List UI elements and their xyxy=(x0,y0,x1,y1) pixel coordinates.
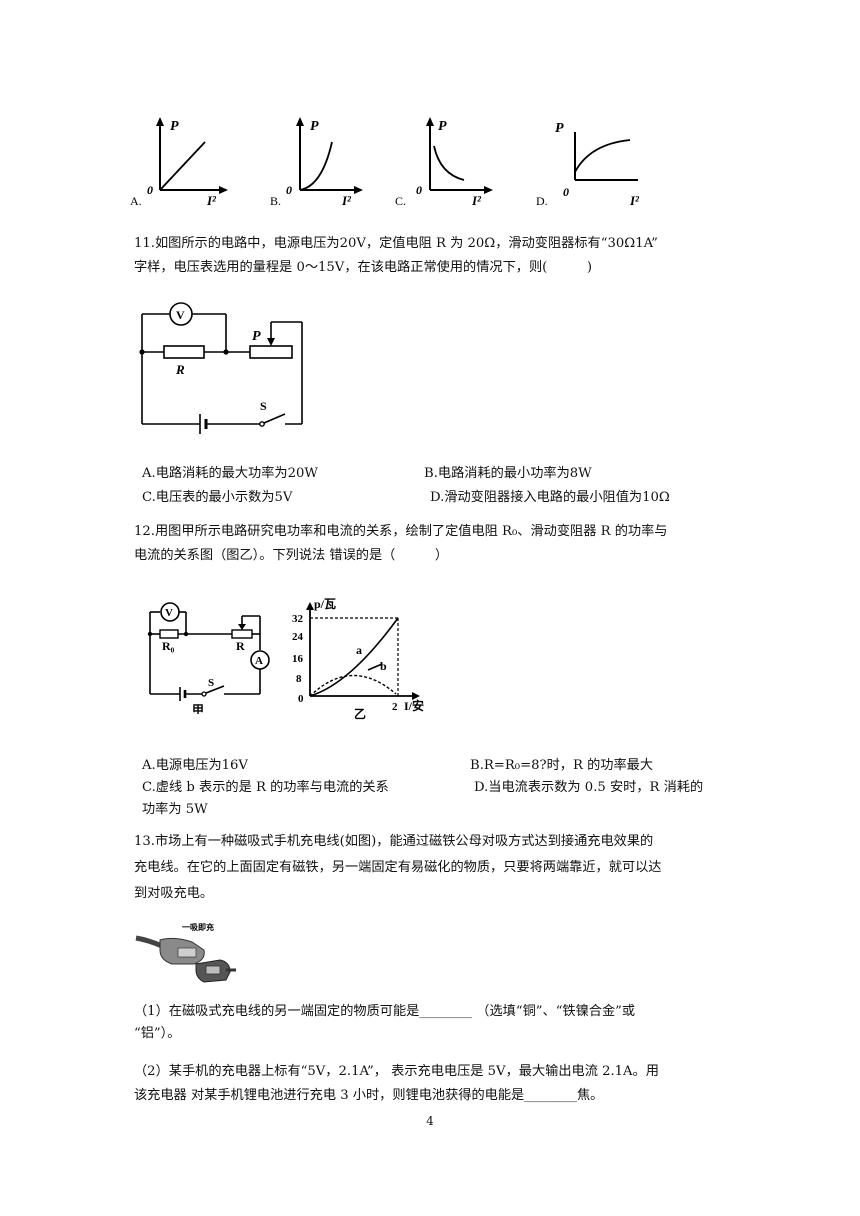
magnetic-charger-photo: 一吸即充 xyxy=(134,920,244,986)
q11-option-a: A.电路消耗的最大功率为20W xyxy=(142,466,318,481)
q11-resistor-label: R xyxy=(175,362,185,377)
q11-circuit-diagram: V R P S xyxy=(139,302,303,434)
graph-b-x-label: I² xyxy=(341,193,352,208)
q12-graph-caption: 乙 xyxy=(354,707,366,721)
q12-graph-origin: 0 xyxy=(298,693,304,705)
option-a-label: A. xyxy=(130,194,142,208)
q12-circuit-caption: 甲 xyxy=(192,703,204,714)
q12-option-d: D.当电流表示数为 0.5 安时，R 消耗的 xyxy=(474,780,704,795)
q13-stem-line2: 充电线。在它的上面固定有磁铁，另一端固定有易磁化的物质，只要将两端靠近，就可以达 xyxy=(134,860,662,875)
q12-stem-line1: 12.用图甲所示电路研究电功率和电流的关系，绘制了定值电阻 R₀、滑动变阻器 R… xyxy=(134,524,668,539)
q12-switch-label: S xyxy=(208,677,214,689)
graph-c-x-label: I² xyxy=(471,193,482,208)
graph-b-y-label: P xyxy=(310,119,319,134)
graph-d-y-label: P xyxy=(555,121,564,136)
q13-part2-line2: 该充电器 对某手机锂电池进行充电 3 小时，则锂电池获得的电能是________… xyxy=(134,1088,604,1103)
graph-c-origin: 0 xyxy=(416,183,422,197)
graph-a: P 0 I² A. xyxy=(130,117,228,208)
q12-option-d-cont: 功率为 5W xyxy=(142,802,208,817)
graph-b-origin: 0 xyxy=(286,183,292,197)
q12-voltmeter-label: V xyxy=(165,607,173,619)
q13-part1-line1: （1）在磁吸式充电线的另一端固定的物质可能是________ （选填“铜”、“铁… xyxy=(134,1004,636,1019)
q12-graph-y-tick-8: 8 xyxy=(296,673,302,685)
q12-graph-y-label: p/瓦 xyxy=(314,597,336,611)
option-b-label: B. xyxy=(270,194,281,208)
q11-option-b: B.电路消耗的最小功率为8W xyxy=(424,466,592,481)
q12-graph-y-tick-32: 32 xyxy=(292,613,304,625)
q12-power-current-graph: p/瓦 32 24 16 8 0 2 I/安 a b 乙 xyxy=(292,597,424,721)
q11-option-c: C.电压表的最小示数为5V xyxy=(142,490,293,505)
q12-graph-x-label: I/安 xyxy=(404,698,424,713)
q13-stem-line3: 到对吸充电。 xyxy=(134,886,214,901)
q12-option-b: B.R=R₀=8?时，R 的功率最大 xyxy=(470,758,654,773)
q10-graphs: P 0 I² A. P 0 I² B. P 0 I² C. P 0 I² D. xyxy=(125,112,665,212)
q11-slider-label: P xyxy=(252,329,261,344)
graph-a-y-label: P xyxy=(170,119,179,134)
graph-a-origin: 0 xyxy=(147,183,153,197)
q13-stem-line1: 13.市场上有一种磁吸式手机充电线(如图)，能通过磁铁公母对吸方式达到接通充电效… xyxy=(134,834,654,849)
graph-d-x-label: I² xyxy=(629,193,640,208)
q11-voltmeter-label: V xyxy=(176,308,185,322)
graph-c-y-label: P xyxy=(438,119,447,134)
q13-part1-line2: “铝”）。 xyxy=(134,1026,181,1041)
q12-graph-y-tick-16: 16 xyxy=(292,653,304,665)
q12-stem-line2: 电流的关系图（图乙）。下列说法 错误的是（ ） xyxy=(134,548,449,563)
q13-part2-line1: （2）某手机的充电器上标有“5V，2.1A”， 表示充电电压是 5V，最大输出电… xyxy=(134,1064,659,1079)
graph-d: P 0 I² D. xyxy=(536,121,640,208)
q12-graph-curve-b: b xyxy=(380,659,387,673)
q11-switch-label: S xyxy=(260,399,267,413)
q12-option-c: C.虚线 b 表示的是 R 的功率与电流的关系 xyxy=(142,780,389,795)
q11-stem-line2: 字样，电压表选用的量程是 0～15V，在该电路正常使用的情况下，则( ) xyxy=(134,260,592,275)
q12-graph-x-tick-2: 2 xyxy=(392,701,398,713)
page-number: 4 xyxy=(426,1114,434,1128)
q12-graph-curve-a: a xyxy=(356,643,362,657)
q12-r-label: R xyxy=(236,639,245,653)
q12-graph-y-tick-24: 24 xyxy=(292,631,304,643)
q12-option-a: A.电源电压为16V xyxy=(142,758,248,773)
magnetic-charger-photo-label: 一吸即充 xyxy=(182,922,214,932)
q12-circuit-diagram: V A R₀ R S 甲 xyxy=(147,602,270,714)
graph-a-x-label: I² xyxy=(206,193,217,208)
graph-c: P 0 I² C. xyxy=(395,117,493,208)
graph-b: P 0 I² B. xyxy=(270,117,363,208)
q12-ammeter-label: A xyxy=(255,655,263,667)
option-c-label: C. xyxy=(395,194,406,208)
option-d-label: D. xyxy=(536,194,548,208)
q11-option-d: D.滑动变阻器接入电路的最小阻值为10Ω xyxy=(430,490,670,505)
q11-stem-line1: 11.如图所示的电路中，电源电压为20V，定值电阻 R 为 20Ω，滑动变阻器标… xyxy=(134,236,658,251)
q12-r0-label: R₀ xyxy=(162,639,175,653)
graph-d-origin: 0 xyxy=(563,185,569,199)
